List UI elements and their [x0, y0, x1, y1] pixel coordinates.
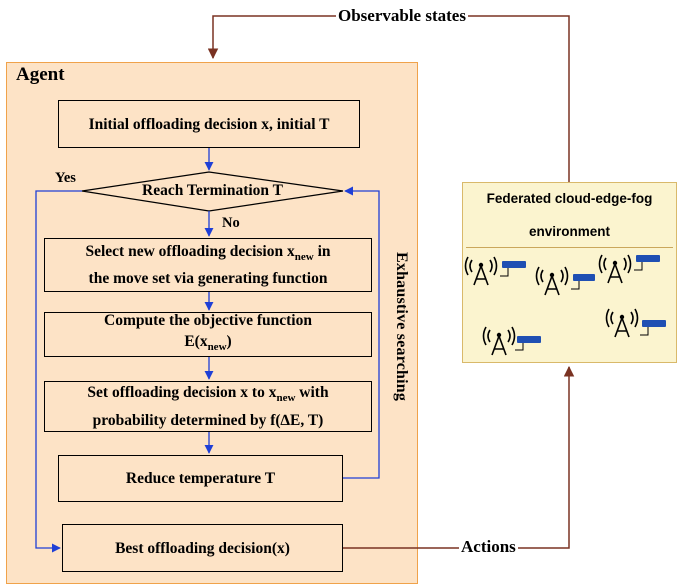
antenna-router-icon: [464, 256, 526, 286]
termination-label: Reach Termination T: [142, 182, 283, 199]
best-decision-text: Best offloading decision(x): [115, 539, 290, 557]
select-new-decision-box: Select new offloading decision xnew in t…: [44, 238, 372, 292]
antenna-router-icon: [482, 326, 541, 356]
antenna-router-icon: [598, 254, 660, 284]
environment-panel: [462, 182, 677, 363]
yes-label: Yes: [55, 170, 76, 186]
environment-title-line1: Federated cloud-edge-fog: [486, 191, 653, 206]
arrow-observable-states: [207, 15, 570, 182]
exhaustive-searching-label: Exhaustive searching: [393, 252, 410, 402]
actions-label: Actions: [459, 537, 518, 557]
select-line-2: the move set via generating function: [88, 270, 328, 288]
set-line-1: Set offloading decision x to xnew with: [87, 384, 329, 405]
arrow-loop-back: [343, 186, 380, 479]
set-decision-box: Set offloading decision x to xnew with p…: [44, 381, 372, 432]
no-label: No: [222, 215, 240, 231]
compute-line-2: E(xnew): [184, 333, 232, 354]
set-line-2: probability determined by f(∆E, T): [92, 411, 324, 429]
arrow-actions: [343, 365, 575, 549]
select-line-1: Select new offloading decision xnew in: [85, 242, 331, 264]
initial-decision-text: Initial offloading decision x, initial T: [88, 115, 330, 133]
environment-title-line2: environment: [528, 224, 610, 239]
compute-line-1: Compute the objective function: [104, 312, 312, 330]
antenna-router-icon: [535, 266, 595, 296]
compute-objective-box: Compute the objective function E(xnew): [44, 312, 372, 357]
antenna-router-icon: [605, 308, 666, 338]
reduce-temperature-text: Reduce temperature T: [125, 470, 276, 487]
arrow-yes-to-best: [35, 190, 82, 553]
termination-diamond: [81, 171, 344, 212]
environment-divider: [466, 247, 673, 248]
agent-title: Agent: [16, 64, 65, 85]
initial-decision-box: Initial offloading decision x, initial T: [58, 100, 360, 148]
reduce-temperature-box: Reduce temperature T: [58, 455, 343, 502]
best-decision-box: Best offloading decision(x): [62, 524, 343, 572]
observable-states-label: Observable states: [336, 6, 468, 26]
